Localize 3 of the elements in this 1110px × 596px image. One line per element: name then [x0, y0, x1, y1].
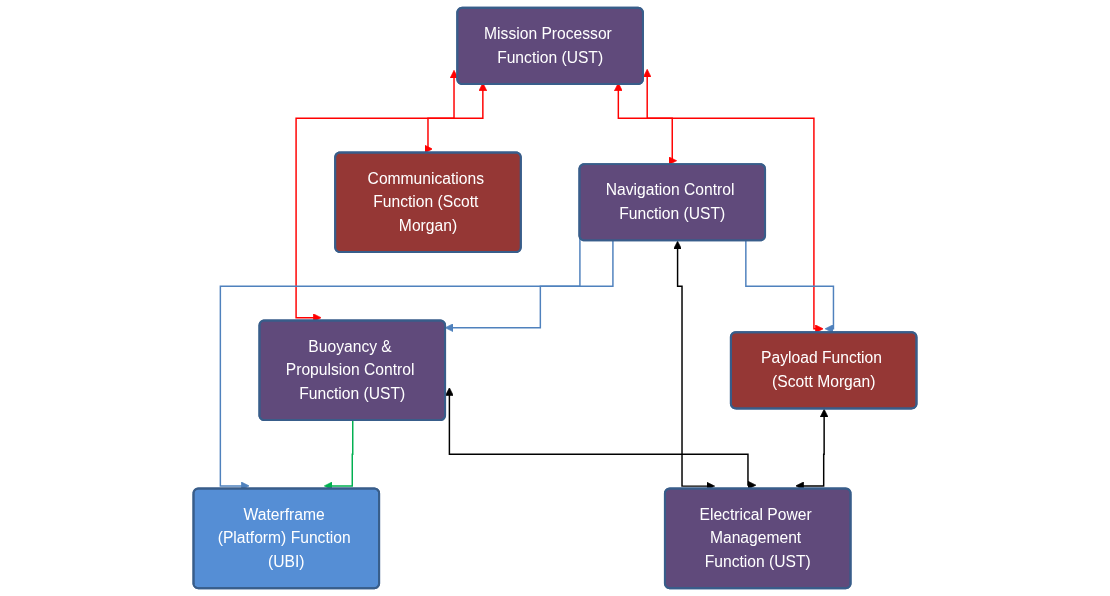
- arrow: [745, 240, 835, 334]
- arrow: [642, 68, 824, 334]
- arrow: [445, 387, 757, 490]
